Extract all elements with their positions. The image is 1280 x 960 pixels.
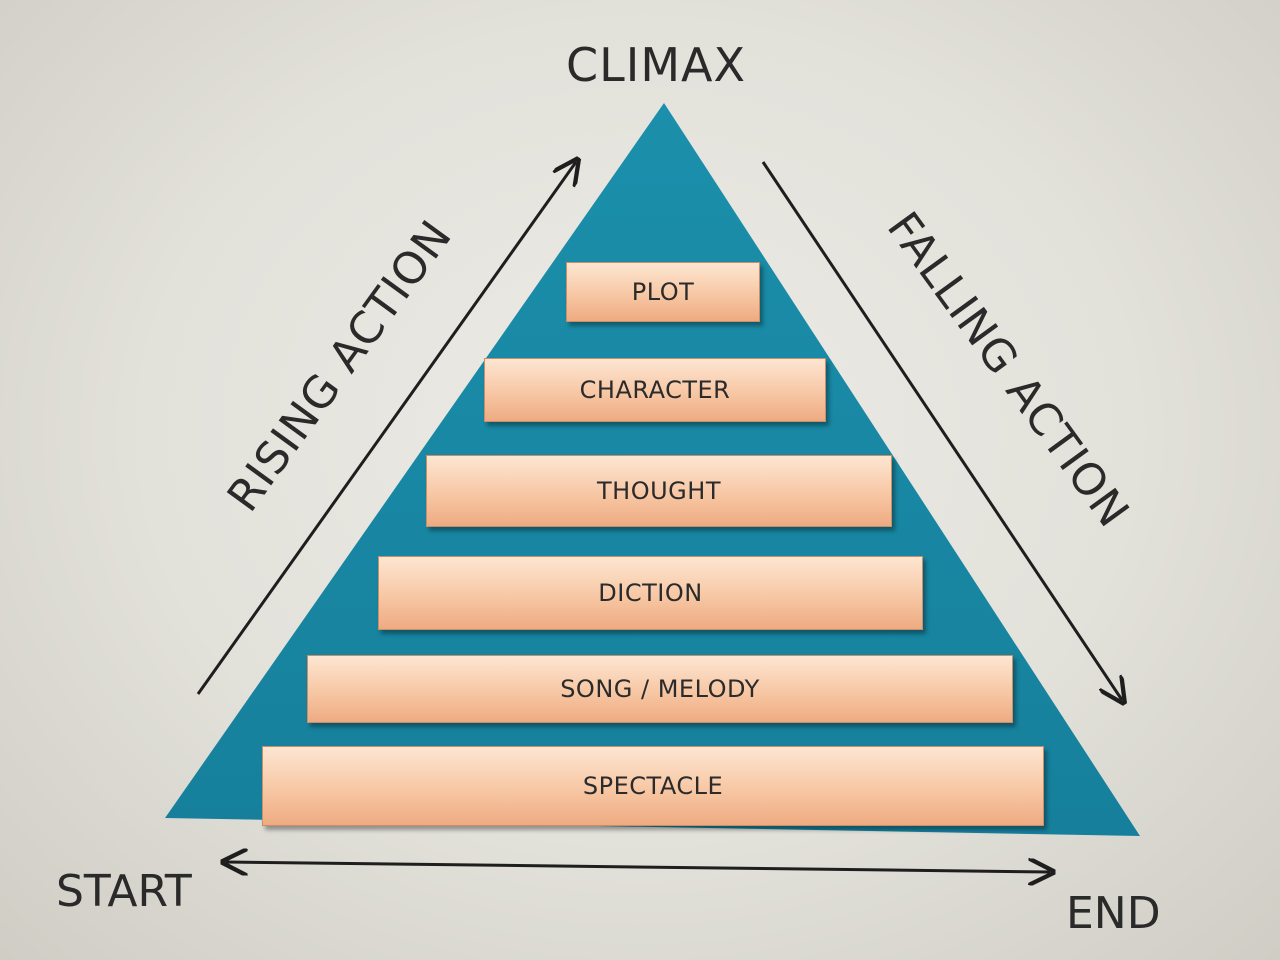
tier-spectacle-label: SPECTACLE xyxy=(582,772,724,800)
tier-song-melody: SONG / MELODY xyxy=(307,655,1013,723)
climax-label: CLIMAX xyxy=(566,38,746,92)
tier-diction: DICTION xyxy=(378,556,923,630)
tier-plot: PLOT xyxy=(566,262,760,322)
start-label: START xyxy=(56,866,192,917)
start-end-arrow xyxy=(226,862,1050,872)
tier-character: CHARACTER xyxy=(484,358,826,422)
tier-character-label: CHARACTER xyxy=(579,376,731,404)
tier-plot-label: PLOT xyxy=(631,278,695,306)
falling-action-arrow xyxy=(761,161,1122,700)
tier-diction-label: DICTION xyxy=(598,579,703,607)
tier-spectacle: SPECTACLE xyxy=(262,746,1044,826)
end-label: END xyxy=(1066,888,1161,939)
rising-action-arrow xyxy=(196,162,576,695)
tier-thought: THOUGHT xyxy=(426,455,892,527)
tier-thought-label: THOUGHT xyxy=(597,477,721,505)
tier-song-melody-label: SONG / MELODY xyxy=(560,675,760,703)
